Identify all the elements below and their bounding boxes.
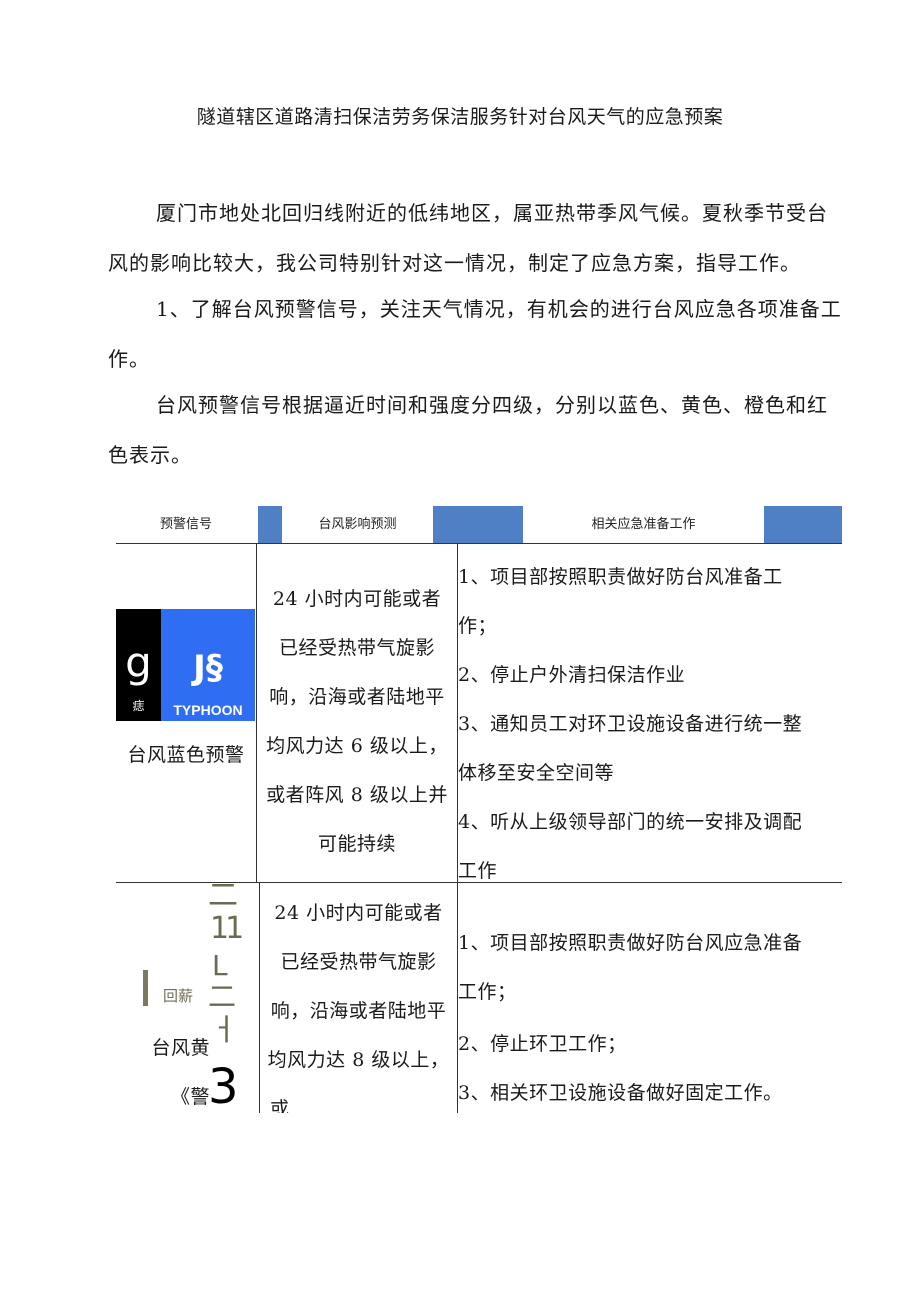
forecast-line: 响，沿海或者陆地平 xyxy=(269,686,445,708)
icon-small-text: 回薪 xyxy=(163,987,194,1005)
icon-art-glyph: L xyxy=(212,949,228,982)
forecast-line: 24 小时内可能或者 xyxy=(272,588,442,610)
icon-black-panel xyxy=(116,609,161,721)
table-rule-top xyxy=(116,543,842,544)
icon-left-glyph: g xyxy=(125,638,152,687)
header-blue-block-2 xyxy=(433,506,523,544)
icon-number-glyph: 3 xyxy=(208,1059,239,1115)
signal-intro-paragraph: 台风预警信号根据逼近时间和强度分四级，分别以蓝色、黄色、橙色和红色表示。 xyxy=(108,393,828,467)
yellow-signal-label-part: 台风黄 xyxy=(151,1037,210,1059)
action-line: 4、听从上级领导部门的统一安排及调配 xyxy=(458,811,803,833)
action-line: 1、项目部按照职责做好防台风准备工 xyxy=(458,566,783,588)
action-line: 2、停止户外清扫保洁作业 xyxy=(458,664,686,686)
icon-right-glyph: J§ xyxy=(193,648,223,688)
forecast-line: 已经受热带气旋影 xyxy=(280,951,437,973)
table-col-divider-2 xyxy=(457,543,458,1113)
icon-vertical-bar xyxy=(143,970,148,1006)
table-col-divider-1 xyxy=(256,543,257,882)
header-signal: 预警信号 xyxy=(159,517,212,532)
forecast-line: 24 小时内可能或者 xyxy=(274,902,443,924)
action-line: 2、停止环卫工作； xyxy=(458,1033,627,1055)
icon-art-glyph: 二 xyxy=(208,980,237,1013)
item-1-paragraph: 1、了解台风预警信号，关注天气情况，有机会的进行台风应急各项准备工作。 xyxy=(108,297,842,371)
action-line: 作； xyxy=(458,615,498,637)
action-line: 工作； xyxy=(458,981,517,1003)
action-line: 体移至安全空间等 xyxy=(458,762,615,784)
icon-art-glyph: 二 xyxy=(208,878,238,913)
table-col-divider-1b xyxy=(259,882,260,1113)
forecast-line: 均风力达 8 级以上， xyxy=(267,1049,450,1071)
blue-signal-label: 台风蓝色预警 xyxy=(127,744,245,766)
header-forecast: 台风影响预测 xyxy=(318,517,397,532)
table-rule-middle xyxy=(116,882,842,883)
forecast-line: 响，沿海或者陆地平 xyxy=(270,1000,447,1022)
header-blue-block-3 xyxy=(764,506,842,544)
document-title: 隧道辖区道路清扫保洁劳务保洁服务针对台风天气的应急预案 xyxy=(196,106,724,128)
yellow-signal-label-part: 《警 xyxy=(170,1086,210,1108)
action-line: 工作 xyxy=(458,860,498,882)
icon-left-small-text: 痣 xyxy=(132,699,145,713)
action-line: 1、项目部按照职责做好防台风应急准备 xyxy=(458,932,803,954)
icon-blue-panel xyxy=(161,609,255,721)
forecast-line: 或 xyxy=(270,1098,290,1113)
icon-art-glyph: 11 xyxy=(210,911,244,946)
action-line: 3、相关环卫设施设备做好固定工作。 xyxy=(458,1082,783,1104)
forecast-line: 已经受热带气旋影 xyxy=(278,637,435,659)
icon-typhoon-text: TYPHOON xyxy=(173,702,243,718)
forecast-line: 可能持续 xyxy=(317,833,396,855)
icon-art-glyph: ㅓ xyxy=(210,1013,238,1048)
header-actions: 相关应急准备工作 xyxy=(591,517,696,532)
forecast-line: 或者阵风 8 级以上并 xyxy=(266,784,448,806)
action-line: 3、通知员工对环卫设施设备进行统一整 xyxy=(458,713,803,735)
header-blue-block-1 xyxy=(258,506,282,544)
forecast-line: 均风力达 6 级以上， xyxy=(266,735,448,757)
intro-paragraph: 厦门市地处北回归线附近的低纬地区，属亚热带季风气候。夏秋季节受台风的影响比较大，… xyxy=(108,201,828,275)
